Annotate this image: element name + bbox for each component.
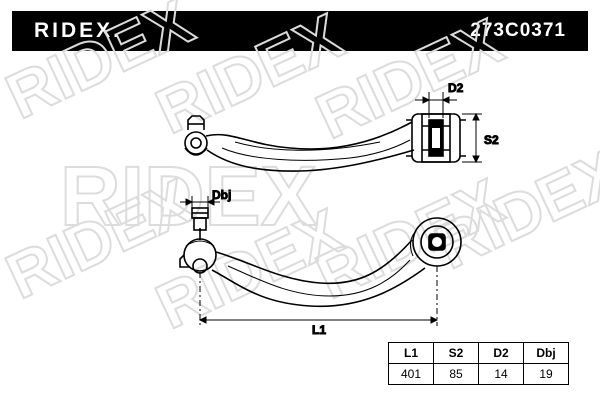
spec-value-l1: 401: [388, 363, 434, 385]
label-d2: D2: [448, 81, 464, 95]
spec-header-dbj: Dbj: [523, 342, 569, 364]
arm-top-view: [184, 113, 466, 172]
label-dbj: Dbj: [212, 188, 231, 202]
label-l1: L1: [312, 323, 326, 337]
brand-logo: RIDEX.: [34, 19, 123, 42]
spec-table: L1 S2 D2 Dbj 401 85 14 19: [388, 342, 569, 385]
watermark-text-3: RIDEX: [305, 5, 513, 153]
spec-value-d2: 14: [478, 363, 524, 385]
arm-side-view: [179, 207, 462, 308]
spec-header-s2: S2: [433, 342, 479, 364]
label-s2: S2: [484, 133, 499, 147]
spec-header-l1: L1: [388, 342, 434, 364]
spec-header-d2: D2: [478, 342, 524, 364]
dimension-s2: S2: [462, 112, 500, 164]
header-bar: RIDEX. 273C0371: [12, 11, 588, 51]
spec-table-header-row: L1 S2 D2 Dbj: [388, 342, 569, 364]
dimension-d2: D2: [415, 81, 464, 118]
spec-value-dbj: 19: [523, 363, 569, 385]
dimension-dbj: Dbj: [180, 188, 232, 210]
spec-value-s2: 85: [433, 363, 479, 385]
part-number: 273C0371: [470, 20, 566, 41]
spec-table-value-row: 401 85 14 19: [388, 363, 569, 385]
watermark-text-4: RIDEX: [60, 149, 317, 243]
dimension-l1: L1: [198, 266, 439, 338]
